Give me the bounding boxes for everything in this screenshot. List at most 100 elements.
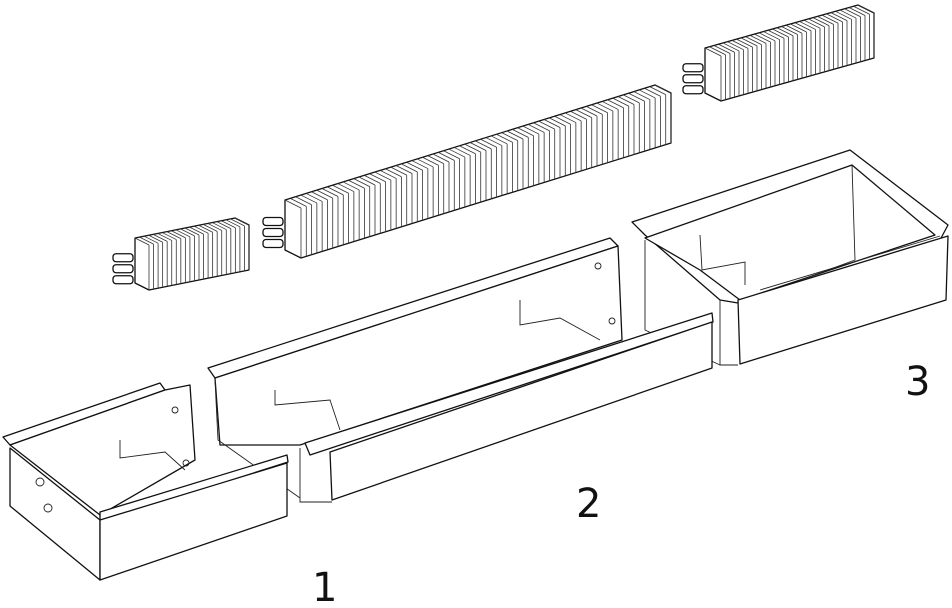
tray-section-3 (631, 149, 949, 366)
fin (512, 128, 529, 138)
fin (203, 224, 218, 232)
heat-exchangers (112, 4, 875, 291)
section-label-3: 3 (905, 359, 931, 405)
tray-section-1 (2, 382, 289, 581)
fin (713, 45, 731, 54)
fin (496, 133, 513, 143)
fin (300, 194, 318, 204)
fin (148, 234, 163, 243)
fin (358, 176, 376, 186)
fin (722, 42, 740, 52)
fin (607, 99, 624, 109)
fin (718, 43, 735, 53)
fin (704, 47, 722, 57)
fin (654, 84, 672, 94)
fin (327, 186, 344, 196)
fin (422, 156, 439, 166)
fin (727, 41, 744, 51)
fin (580, 107, 598, 117)
fin (821, 14, 839, 24)
fin (586, 105, 603, 115)
fin (754, 33, 771, 43)
fin (153, 234, 168, 242)
fin (321, 188, 339, 197)
fin (332, 184, 349, 194)
fin (830, 12, 848, 21)
fin (517, 127, 534, 137)
fin (193, 225, 209, 234)
heat-exchanger-short (682, 4, 875, 102)
pipe-connector (112, 264, 134, 274)
fin (416, 158, 434, 168)
fin (348, 179, 365, 189)
pipe-connector (682, 74, 704, 84)
fin (522, 125, 540, 135)
fin (628, 92, 645, 102)
fin (311, 191, 328, 201)
fin (216, 221, 231, 229)
fin (623, 94, 640, 104)
fin (649, 86, 666, 96)
pipe-connector (262, 227, 284, 238)
pipe-connector (262, 238, 284, 249)
heat-exchanger-small (112, 217, 250, 291)
fin (385, 168, 402, 178)
fin (803, 19, 821, 29)
fin (166, 231, 181, 239)
fin (134, 237, 150, 246)
fin (596, 102, 614, 112)
fin (139, 236, 154, 245)
fin (601, 101, 619, 110)
section-label-1: 1 (312, 565, 338, 608)
pipe-connector (682, 85, 704, 95)
fin (857, 4, 875, 14)
fin (826, 13, 843, 23)
fin (401, 163, 418, 173)
fin (817, 16, 834, 25)
fin (543, 119, 561, 128)
pipe-connector (262, 216, 284, 227)
fin (411, 160, 429, 169)
fin (406, 161, 423, 171)
fin (337, 183, 355, 192)
fin (570, 110, 587, 120)
fin (490, 135, 508, 145)
fin (234, 217, 250, 226)
fin (364, 174, 381, 184)
fin (591, 104, 608, 114)
fin (844, 8, 861, 18)
fin (533, 122, 550, 132)
fin (485, 137, 503, 146)
fin (464, 143, 481, 153)
fin (157, 233, 172, 241)
section-label-2: 2 (576, 481, 602, 527)
fin (369, 173, 386, 183)
pipe-connector (682, 63, 704, 73)
fin (740, 37, 758, 47)
fin (808, 18, 825, 28)
fin (453, 147, 471, 156)
fin (390, 166, 407, 176)
fin (284, 199, 302, 209)
fin (772, 28, 789, 38)
fin (342, 181, 360, 191)
fin (189, 226, 204, 235)
fin (559, 114, 577, 123)
fin (469, 142, 487, 151)
fin (184, 227, 200, 236)
fin (839, 9, 857, 19)
fin (230, 218, 245, 227)
fin (290, 197, 307, 207)
fin (554, 115, 571, 125)
fin (790, 23, 807, 33)
fin (501, 132, 518, 142)
fin (767, 29, 785, 39)
fin (198, 224, 213, 233)
fin (143, 235, 159, 244)
fin (171, 230, 186, 239)
pipe-connector (112, 275, 134, 285)
fin (443, 150, 460, 160)
fin (564, 112, 582, 122)
